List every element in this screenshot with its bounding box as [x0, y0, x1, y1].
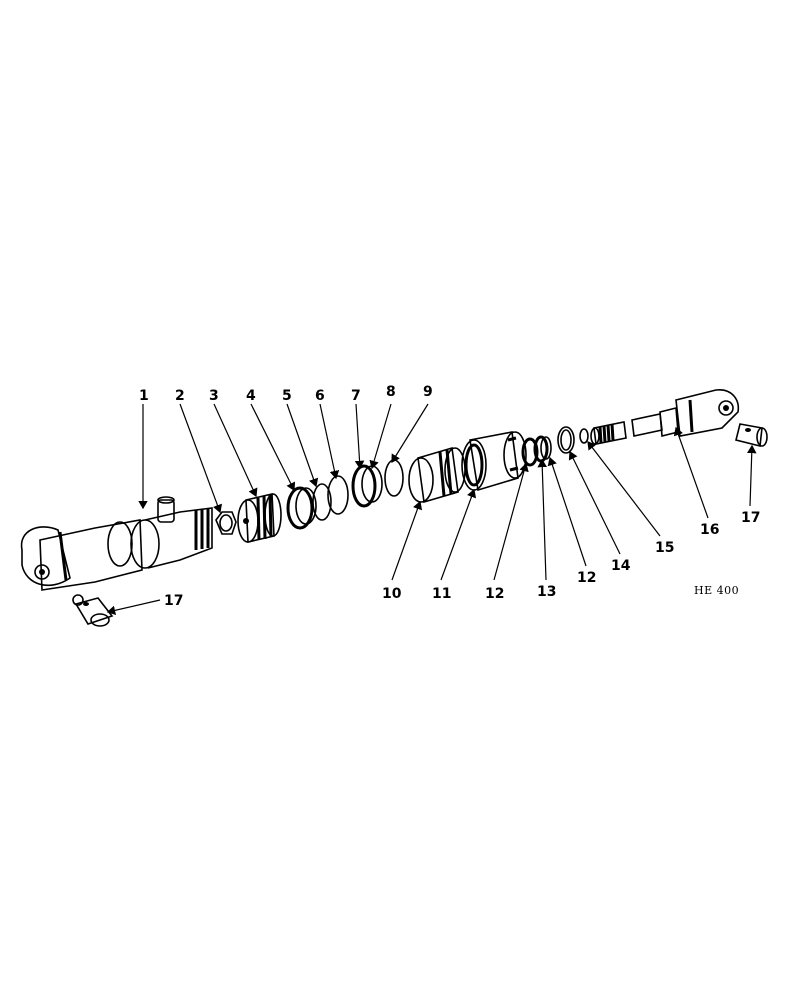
callout-1: 1: [139, 388, 149, 404]
leader-lines: [106, 403, 757, 616]
callout-6: 6: [315, 388, 325, 404]
part-4-seal: [286, 486, 317, 530]
callout-5: 5: [282, 388, 292, 404]
callout-17-left: 17: [164, 593, 183, 609]
callout-16: 16: [700, 522, 719, 538]
callout-12-a: 12: [485, 586, 504, 602]
part-1-cylinder-barrel: [20, 496, 213, 591]
callout-17-right: 17: [741, 510, 760, 526]
callout-3: 3: [209, 388, 219, 404]
part-7-8-seals: [351, 464, 383, 508]
part-10-gland: [408, 446, 466, 504]
part-14-ring: [557, 426, 575, 454]
part-12-13-rings: [521, 435, 552, 467]
part-17-pin-lower: [72, 594, 114, 627]
callout-10: 10: [382, 586, 402, 602]
part-5-ring: [312, 483, 332, 521]
part-3-piston: [237, 493, 282, 543]
callout-8: 8: [386, 384, 396, 400]
part-17-pin-upper: [735, 423, 768, 447]
part-9-ring: [384, 459, 404, 497]
callout-labels: 1 2 3 4 5 6 7 8 9 10 11 12 13 12 14 15 1…: [139, 384, 760, 609]
callout-12-b: 12: [577, 570, 596, 586]
callout-11: 11: [432, 586, 451, 602]
part-2-nut: [215, 511, 237, 535]
callout-7: 7: [351, 388, 361, 404]
callout-4: 4: [246, 388, 256, 404]
callout-14: 14: [611, 558, 631, 574]
callout-2: 2: [175, 388, 185, 404]
callout-9: 9: [423, 384, 433, 400]
callout-15: 15: [655, 540, 674, 556]
part-15-oring: [579, 428, 589, 444]
figure-code: HE 400: [694, 584, 739, 597]
part-11-cap-nut: [461, 431, 527, 492]
callout-13: 13: [537, 584, 556, 600]
part-16-piston-rod: [590, 389, 740, 445]
